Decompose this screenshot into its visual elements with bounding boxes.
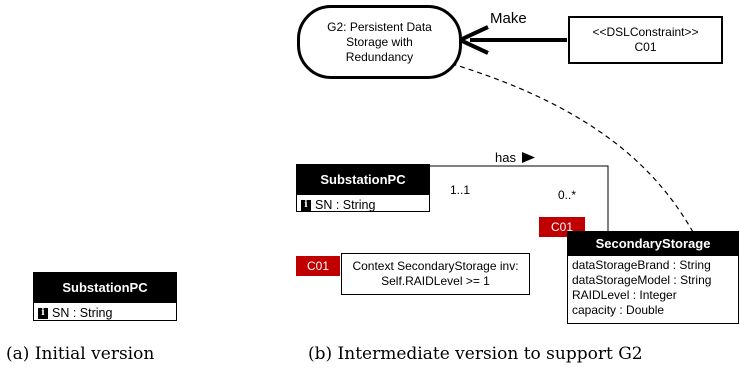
ocl-constraint-tag: C01 <box>296 256 340 276</box>
info-icon: i <box>38 307 48 319</box>
attribute-text: SN : String <box>315 198 376 212</box>
goal-line-1: G2: Persistent Data <box>327 19 432 34</box>
has-direction-triangle <box>522 152 535 163</box>
class-attribute: i SN : String <box>34 303 176 323</box>
dsl-constraint-id: C01 <box>634 40 657 54</box>
has-association-line <box>430 165 609 234</box>
class-name: SubstationPC <box>297 165 429 195</box>
goal-line-2: Storage with <box>346 34 413 49</box>
class-name: SubstationPC <box>34 273 176 303</box>
goal-link-dashed <box>431 57 694 233</box>
caption-a: (a) Initial version <box>6 344 155 364</box>
attribute-text: SN : String <box>52 306 113 320</box>
multiplicity-target: 0..* <box>558 188 577 202</box>
attribute-raid-level: RAIDLevel : Integer <box>572 288 677 302</box>
attribute-capacity: capacity : Double <box>572 303 665 317</box>
ocl-constraint-box: Context SecondaryStorage inv: Self.RAIDL… <box>341 253 530 295</box>
attribute-data-storage-model: dataStorageModel : String <box>572 273 712 287</box>
dsl-stereotype: <<DSLConstraint>> <box>592 25 699 39</box>
info-icon: i <box>301 199 311 211</box>
class-attribute: i SN : String <box>297 195 429 215</box>
ocl-line-1: Context SecondaryStorage inv: <box>352 259 519 273</box>
goal-line-3: Redundancy <box>345 49 414 64</box>
substationpc-class-a: SubstationPC i SN : String <box>33 272 177 321</box>
ocl-line-2: Self.RAIDLevel >= 1 <box>381 274 490 288</box>
make-label: Make <box>490 10 527 27</box>
secondary-storage-class: SecondaryStorage dataStorageBrand : Stri… <box>567 231 739 324</box>
dsl-constraint-box: <<DSLConstraint>> C01 <box>568 16 723 64</box>
substationpc-class-b: SubstationPC i SN : String <box>296 164 430 212</box>
attribute-data-storage-brand: dataStorageBrand : String <box>572 258 711 272</box>
multiplicity-source: 1..1 <box>450 183 471 197</box>
caption-b: (b) Intermediate version to support G2 <box>308 344 643 364</box>
goal-g2: G2: Persistent Data Storage with Redunda… <box>297 5 462 79</box>
class-name: SecondaryStorage <box>568 232 738 256</box>
association-label: has <box>495 150 516 165</box>
